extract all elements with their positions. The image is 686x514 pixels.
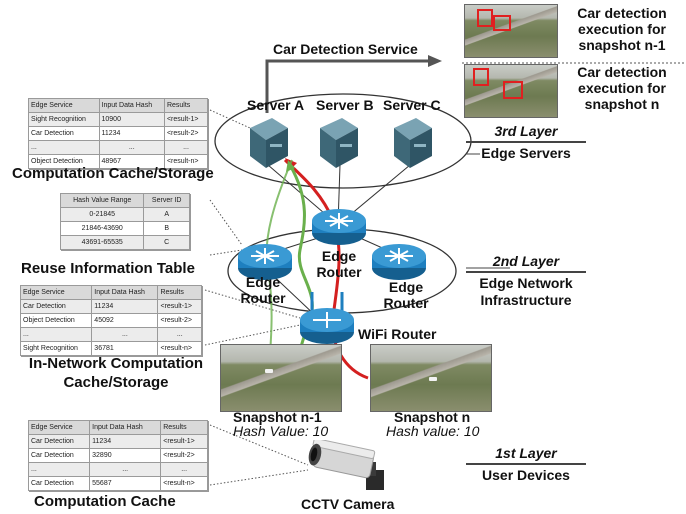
layer-1-title: 1st Layer xyxy=(495,445,557,461)
snapshot-prev-hash: Hash Value: 10 xyxy=(233,423,329,439)
col-header: Results xyxy=(160,420,208,435)
col-header: Results xyxy=(157,285,202,300)
leader-innetwork-2 xyxy=(204,324,301,346)
server-c-label: Server C xyxy=(383,97,441,113)
col-header: Input Data Hash xyxy=(98,98,165,113)
storage-caption: Computation Cache/Storage xyxy=(12,165,214,182)
edge-router-right-icon xyxy=(372,244,426,280)
leader-innetwork-1 xyxy=(204,289,301,319)
col-header: Input Data Hash xyxy=(91,285,159,300)
service-title: Car Detection Service xyxy=(273,41,418,57)
layer-2-title: 2nd Layer xyxy=(492,253,560,269)
col-header: Input Data Hash xyxy=(89,420,162,435)
cctv-camera-icon xyxy=(308,440,384,490)
edge-router-center-label: Edge Router xyxy=(316,248,362,280)
server-c-icon xyxy=(394,118,432,168)
service-arrow xyxy=(265,59,430,113)
col-header: Server ID xyxy=(143,193,190,208)
edge-router-left-icon xyxy=(238,244,292,280)
server-b-icon xyxy=(320,118,358,168)
leader-storage xyxy=(209,109,251,129)
layer-3-label: 3rd Layer Edge Servers xyxy=(466,123,586,161)
service-arrowhead xyxy=(428,55,442,67)
layer-3-name: Edge Servers xyxy=(481,145,571,161)
col-header: Edge Service xyxy=(19,285,93,300)
detection-label-prev: Car detection execution for snapshot n-1 xyxy=(577,5,667,53)
col-header: Edge Service xyxy=(27,420,91,435)
innetwork-caption: In-Network Computation Cache/Storage xyxy=(28,355,204,391)
layer-3-title: 3rd Layer xyxy=(494,123,558,139)
wifi-router-icon xyxy=(300,292,354,344)
leader-cache-1 xyxy=(209,424,309,466)
edge-router-left-label: Edge Router xyxy=(240,274,286,306)
leader-reuse-1 xyxy=(209,199,243,246)
cache-caption: Computation Cache xyxy=(34,493,176,510)
reuse-caption: Reuse Information Table xyxy=(21,260,195,277)
snapshot-prev-label: Snapshot n-1 xyxy=(233,409,322,425)
snapshot-curr-image xyxy=(370,344,492,412)
table-row: ......... xyxy=(27,462,208,477)
table-row: ......... xyxy=(19,327,202,342)
table-row: ......... xyxy=(28,140,209,155)
server-b-label: Server B xyxy=(316,97,374,113)
server-a-icon xyxy=(250,118,288,168)
col-header: Hash Value Range xyxy=(59,193,145,208)
detection-image-curr xyxy=(464,64,558,118)
detection-label-curr: Car detection execution for snapshot n xyxy=(577,64,667,112)
edge-router-right-label: Edge Router xyxy=(383,279,429,311)
detection-image-prev xyxy=(464,4,558,58)
leader-cache-2 xyxy=(209,469,309,486)
layer-2-name: Edge Network Infrastructure xyxy=(479,275,573,308)
snapshot-curr-label: Snapshot n xyxy=(394,409,471,425)
server-a-label: Server A xyxy=(247,97,305,113)
wifi-router-label: WiFi Router xyxy=(358,326,437,342)
layer-1-label: 1st Layer User Devices xyxy=(466,445,586,483)
col-header: Results xyxy=(163,98,209,113)
edge-router-center-icon xyxy=(312,209,366,245)
snapshot-prev-image xyxy=(220,344,342,412)
layer-2-label: 2nd Layer Edge Network Infrastructure xyxy=(466,253,586,309)
snapshot-curr-hash: Hash value: 10 xyxy=(386,423,480,439)
layer-1-name: User Devices xyxy=(482,467,570,483)
col-header: Edge Service xyxy=(28,98,100,113)
cctv-camera-label: CCTV Camera xyxy=(301,496,395,512)
